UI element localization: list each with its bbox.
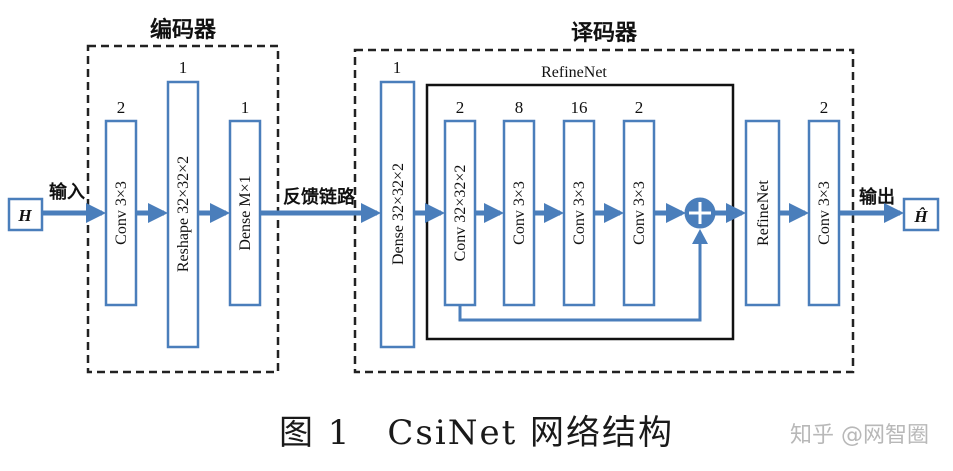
encoder-reshape-top: 1 [179,58,188,77]
output-label: 输出 [859,186,895,208]
input-box [7,197,44,232]
skip-arrowhead [692,229,708,244]
refinenet-title: RefineNet [541,64,607,81]
skip-connection [458,235,702,322]
refinenet-2-block [744,119,781,307]
refine-conv2-top: 8 [515,98,524,117]
figure-caption: 图 1 CsiNet 网络结构 [278,413,675,453]
refine-conv1-label: Conv 32×32×2 [452,165,469,262]
encoder-reshape-label: Reshape 32×32×2 [175,156,192,272]
encoder-dense-label: Dense M×1 [237,175,254,250]
feedback-label: 反馈链路 [283,186,356,208]
decoder-title: 译码器 [571,21,638,46]
refine-conv3-top: 16 [571,98,588,117]
encoder-title: 编码器 [150,17,217,43]
encoder-conv-block [104,119,138,307]
refine-conv2-label: Conv 3×3 [511,181,528,245]
encoder-dense-top: 1 [241,98,250,117]
input-symbol: H [17,206,32,225]
encoder-conv-top: 2 [117,98,126,117]
refine-conv4-top: 2 [635,98,644,117]
decoder-box [353,48,855,374]
final-conv-label: Conv 3×3 [816,181,833,245]
encoder-box [86,44,280,374]
decoder-dense-top: 1 [393,58,402,77]
watermark: 知乎 @网智圈 [790,423,929,448]
refine-conv4-label: Conv 3×3 [631,181,648,245]
encoder-dense-block [228,119,262,307]
output-symbol: Ĥ [913,207,928,226]
encoder-conv-label: Conv 3×3 [113,181,130,245]
refine-conv4-block [622,119,656,307]
refine-conv3-label: Conv 3×3 [571,181,588,245]
decoder-dense-block [379,80,416,349]
encoder-reshape-block [166,80,200,349]
final-conv-block [807,119,841,307]
decoder-dense-label: Dense 32×32×2 [390,163,407,265]
input-label: 输入 [49,181,85,203]
refinenet-2-label: RefineNet [755,180,772,246]
final-conv-top: 2 [820,98,829,117]
refine-conv1-top: 2 [456,98,465,117]
output-box [902,197,940,232]
refine-conv2-block [502,119,536,307]
